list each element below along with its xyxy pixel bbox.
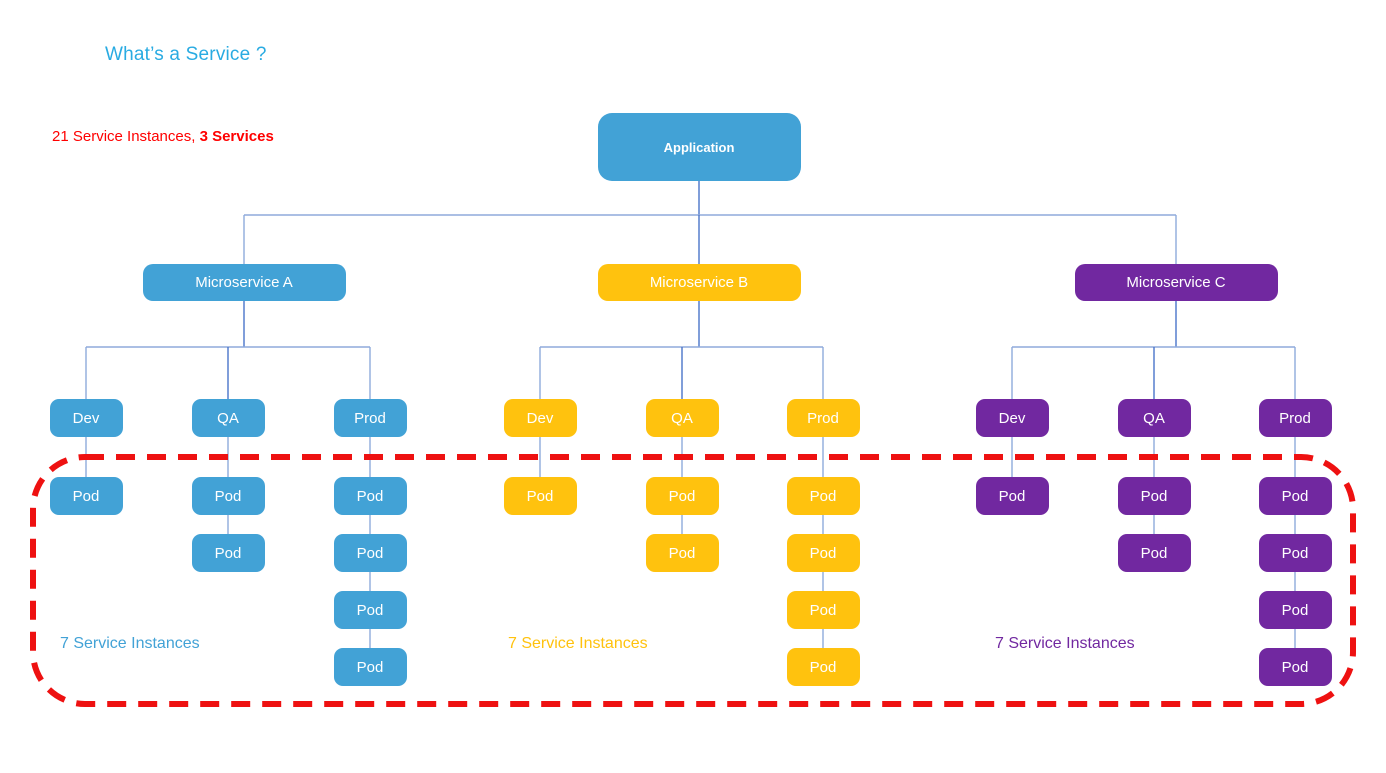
node-pod-microservice-b-qa-0: Pod bbox=[645, 477, 719, 515]
node-env-microservice-c-prod: Prod bbox=[1258, 399, 1332, 437]
node-microservice-b: Microservice B bbox=[597, 264, 801, 301]
node-pod-microservice-b-qa-1: Pod bbox=[645, 534, 719, 572]
node-microservice-c: Microservice C bbox=[1074, 264, 1278, 301]
node-pod-microservice-c-prod-2: Pod bbox=[1258, 591, 1332, 629]
instances-label-microservice-c: 7 Service Instances bbox=[995, 635, 1135, 652]
summary-text: 21 Service Instances, 3 Services bbox=[52, 128, 274, 145]
node-application: Application bbox=[597, 113, 801, 181]
node-pod-microservice-a-qa-1: Pod bbox=[191, 534, 265, 572]
node-env-microservice-b-dev: Dev bbox=[503, 399, 577, 437]
node-env-microservice-a-qa: QA bbox=[191, 399, 265, 437]
node-env-microservice-c-dev: Dev bbox=[975, 399, 1049, 437]
node-pod-microservice-c-prod-3: Pod bbox=[1258, 648, 1332, 686]
node-pod-microservice-c-qa-0: Pod bbox=[1117, 477, 1191, 515]
summary-normal: 21 Service Instances, bbox=[52, 128, 200, 145]
instances-label-microservice-a: 7 Service Instances bbox=[60, 635, 200, 652]
node-env-microservice-a-prod: Prod bbox=[333, 399, 407, 437]
node-env-microservice-b-qa: QA bbox=[645, 399, 719, 437]
page-title: What’s a Service ? bbox=[105, 44, 267, 65]
node-pod-microservice-a-qa-0: Pod bbox=[191, 477, 265, 515]
node-env-microservice-a-dev: Dev bbox=[49, 399, 123, 437]
summary-bold: 3 Services bbox=[199, 128, 274, 145]
node-pod-microservice-c-dev-0: Pod bbox=[975, 477, 1049, 515]
node-pod-microservice-b-prod-3: Pod bbox=[786, 648, 860, 686]
node-pod-microservice-c-qa-1: Pod bbox=[1117, 534, 1191, 572]
node-pod-microservice-a-prod-1: Pod bbox=[333, 534, 407, 572]
node-env-microservice-c-qa: QA bbox=[1117, 399, 1191, 437]
node-pod-microservice-a-dev-0: Pod bbox=[49, 477, 123, 515]
instances-label-microservice-b: 7 Service Instances bbox=[508, 635, 648, 652]
node-pod-microservice-b-prod-2: Pod bbox=[786, 591, 860, 629]
node-pod-microservice-c-prod-0: Pod bbox=[1258, 477, 1332, 515]
node-pod-microservice-b-prod-0: Pod bbox=[786, 477, 860, 515]
node-pod-microservice-c-prod-1: Pod bbox=[1258, 534, 1332, 572]
node-microservice-a: Microservice A bbox=[142, 264, 346, 301]
node-env-microservice-b-prod: Prod bbox=[786, 399, 860, 437]
node-pod-microservice-b-prod-1: Pod bbox=[786, 534, 860, 572]
node-pod-microservice-b-dev-0: Pod bbox=[503, 477, 577, 515]
node-pod-microservice-a-prod-2: Pod bbox=[333, 591, 407, 629]
node-pod-microservice-a-prod-0: Pod bbox=[333, 477, 407, 515]
node-pod-microservice-a-prod-3: Pod bbox=[333, 648, 407, 686]
